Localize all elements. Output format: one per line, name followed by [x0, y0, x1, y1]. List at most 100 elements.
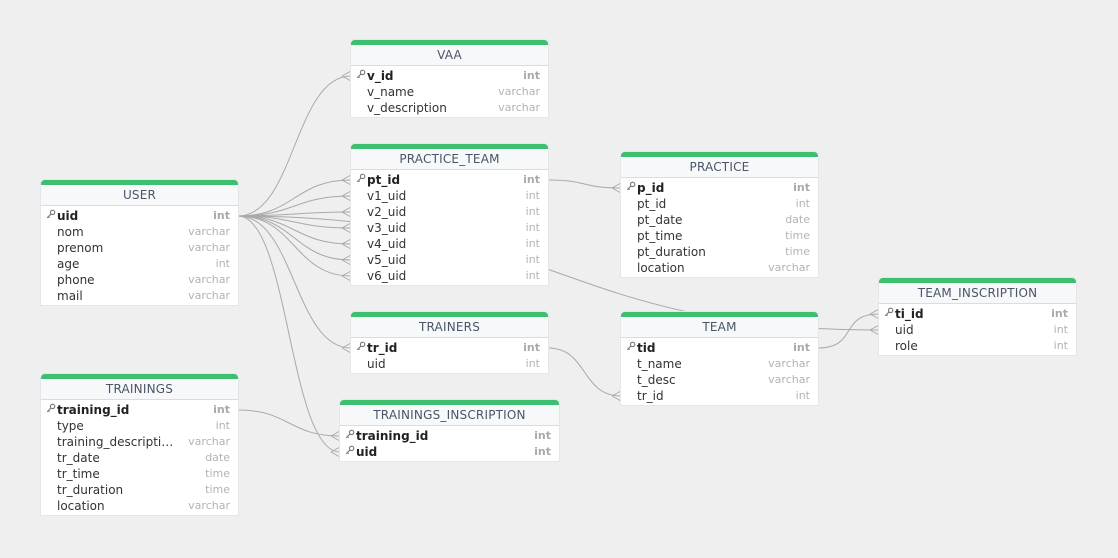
field-name: type [57, 419, 84, 433]
crows-foot-marker [611, 390, 622, 402]
key-icon [625, 340, 636, 356]
field-type: int [525, 237, 540, 250]
field-type: date [785, 213, 810, 226]
key-icon [883, 306, 894, 322]
table-header[interactable]: PRACTICE_TEAM [351, 149, 548, 170]
table-header[interactable]: TEAM [621, 317, 818, 338]
relation-line[interactable] [817, 313, 880, 349]
crows-foot-marker [341, 270, 352, 282]
field-name: v6_uid [367, 269, 407, 283]
relation-line[interactable] [237, 75, 352, 217]
field-name: tr_duration [57, 483, 124, 497]
field-row[interactable]: age int [41, 256, 238, 272]
crows-foot-marker [341, 70, 352, 82]
relation-line[interactable] [237, 215, 352, 349]
relation-line[interactable] [237, 215, 352, 229]
relation-line[interactable] [237, 215, 352, 277]
field-name: age [57, 257, 80, 271]
relation-line[interactable] [237, 195, 352, 217]
relation-line[interactable] [237, 409, 341, 437]
table-header[interactable]: TRAINERS [351, 317, 548, 338]
table-header[interactable]: USER [41, 185, 238, 206]
crows-foot-marker [341, 238, 352, 250]
field-type: int [215, 257, 230, 270]
relation-line[interactable] [547, 179, 622, 189]
field-type: int [1053, 339, 1068, 352]
field-row[interactable]: uid int [351, 356, 548, 372]
relation-line[interactable] [237, 211, 352, 217]
table-header[interactable]: TRAININGS [41, 379, 238, 400]
relation-line[interactable] [547, 347, 622, 397]
key-icon [45, 402, 56, 418]
field-type: int [534, 445, 551, 458]
field-name: v1_uid [367, 189, 407, 203]
field-type: int [213, 209, 230, 222]
key-icon [355, 68, 366, 84]
table-header[interactable]: PRACTICE [621, 157, 818, 178]
crows-foot-marker [341, 254, 352, 266]
table-header[interactable]: TRAININGS_INSCRIPTION [340, 405, 559, 426]
field-name: uid [367, 357, 386, 371]
field-name: training_id [57, 403, 130, 417]
field-type: int [525, 357, 540, 370]
field-type: varchar [188, 435, 230, 448]
relation-line[interactable] [237, 215, 352, 261]
relation-line[interactable] [237, 179, 352, 217]
relation-line[interactable] [237, 215, 352, 245]
table-header[interactable]: TEAM_INSCRIPTION [879, 283, 1076, 304]
crows-foot-marker [341, 222, 352, 234]
key-icon [355, 340, 366, 356]
relation-line[interactable] [237, 215, 341, 453]
field-type: int [525, 205, 540, 218]
table-header[interactable]: VAA [351, 45, 548, 66]
